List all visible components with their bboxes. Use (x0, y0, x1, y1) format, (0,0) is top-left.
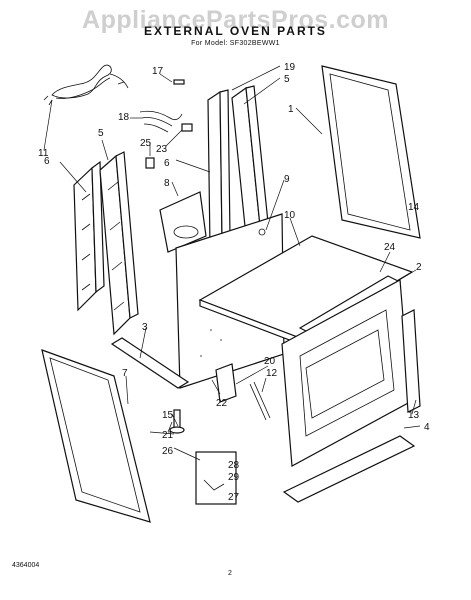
callout-10: 10 (284, 210, 296, 221)
leader-lines (43, 65, 421, 461)
model-line: For Model: SF302BEWW1 (191, 40, 280, 47)
callout-27: 27 (228, 492, 240, 503)
callout-15: 15 (162, 410, 174, 421)
callout-5: 5 (284, 74, 290, 85)
diagram-title: EXTERNAL OVEN PARTS (144, 24, 327, 38)
wire-harness-part (43, 64, 129, 106)
callout-17: 17 (152, 66, 164, 77)
outer-side-panel-part (41, 349, 151, 523)
callout-5-left: 5 (98, 128, 104, 139)
callout-22: 22 (216, 398, 228, 409)
callout-6-left: 6 (44, 156, 50, 167)
callout-4: 4 (424, 422, 430, 433)
callout-12: 12 (266, 368, 278, 379)
callout-20: 20 (264, 356, 276, 367)
left-front-frame-part (99, 151, 139, 336)
page-number: 2 (228, 570, 232, 577)
bottom-bracket-part (110, 337, 190, 389)
callout-23: 23 (156, 144, 168, 155)
callout-19: 19 (284, 62, 296, 73)
callout-1: 1 (288, 104, 294, 115)
vent-bracket-part (159, 191, 207, 253)
callout-24: 24 (384, 242, 396, 253)
callout-28: 28 (228, 460, 240, 471)
callout-6: 6 (164, 158, 170, 169)
right-side-panel-part (321, 65, 421, 239)
clip-part (181, 123, 193, 132)
hinge-part (215, 363, 271, 421)
callout-11: 11 (38, 148, 49, 159)
callout-8: 8 (164, 178, 170, 189)
leveling-leg-part (169, 409, 237, 505)
callout-18: 18 (118, 112, 130, 123)
wire-set-part (139, 110, 183, 133)
callout-21: 21 (162, 430, 174, 441)
grommet-part (145, 157, 155, 169)
callout-26: 26 (162, 446, 174, 457)
callout-labels: 17 19 5 1 18 25 23 6 8 9 10 11 5 6 24 2 … (38, 62, 430, 503)
callout-3: 3 (142, 322, 148, 333)
callout-7: 7 (122, 368, 128, 379)
callout-14: 14 (408, 202, 420, 213)
callout-13: 13 (408, 410, 420, 421)
watermark-text: AppliancePartsPros.com (82, 6, 389, 34)
callout-9: 9 (284, 174, 290, 185)
screw-part (173, 79, 185, 85)
side-trim-part (401, 309, 421, 413)
callout-2: 2 (416, 262, 422, 273)
callout-25: 25 (140, 138, 152, 149)
callout-29: 29 (228, 472, 240, 483)
left-side-panel-part (73, 160, 105, 312)
kick-plate-part (282, 435, 416, 503)
document-code: 4364004 (12, 562, 40, 569)
